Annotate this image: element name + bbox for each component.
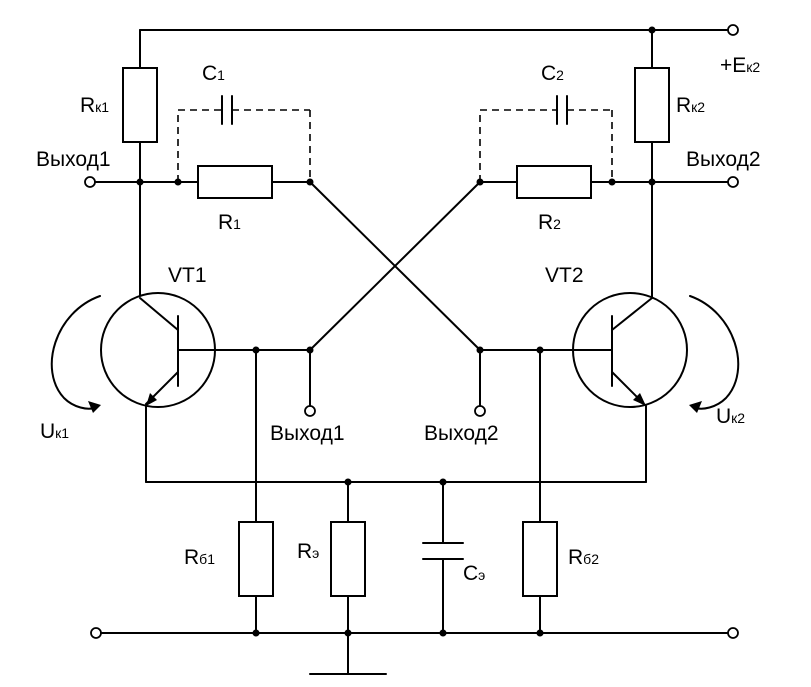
- capacitor-c1-dashed: [177, 95, 311, 182]
- uk1-arrow: [50, 295, 101, 413]
- label-output2-bottom: Выход2: [424, 422, 499, 445]
- transistor-vt1: [100, 292, 314, 408]
- output1-line: [84, 165, 314, 199]
- label-rb1: Rб1: [184, 546, 215, 569]
- resistor-re: [330, 481, 366, 634]
- label-supply: +Eк2: [720, 54, 760, 77]
- label-uk2: Uк2: [716, 405, 745, 428]
- label-rk2: Rк2: [676, 94, 705, 117]
- label-r2: R2: [538, 211, 561, 234]
- supply-terminal: [727, 24, 739, 36]
- resistor-rk2: [634, 29, 670, 299]
- cross-coupling: [309, 181, 481, 351]
- label-r1: R1: [218, 211, 241, 234]
- ground-rail: [90, 627, 739, 639]
- label-output1-bottom: Выход1: [270, 422, 345, 445]
- label-uk1: Uк1: [40, 420, 69, 443]
- label-rk1: Rк1: [80, 94, 109, 117]
- label-output1-top: Выход1: [36, 148, 111, 171]
- label-output2-top: Выход2: [686, 148, 761, 171]
- capacitor-c2-dashed: [479, 95, 613, 182]
- label-vt2: VT2: [545, 264, 584, 287]
- label-vt1: VT1: [168, 264, 207, 287]
- resistor-rb2: [522, 349, 558, 634]
- bottom-output-terminals: [304, 349, 486, 417]
- supply-rail: [139, 24, 739, 36]
- label-c2: C2: [541, 62, 564, 85]
- label-c1: C1: [202, 62, 225, 85]
- emitter-rail: [145, 405, 647, 486]
- ground-symbol: [309, 632, 387, 675]
- capacitor-ce: [422, 481, 464, 634]
- label-re: Rэ: [297, 540, 319, 563]
- resistor-rb1: [238, 349, 274, 634]
- output2-line: [476, 165, 739, 199]
- transistor-vt2: [476, 292, 688, 408]
- label-rb2: Rб2: [568, 546, 599, 569]
- label-ce: Cэ: [463, 562, 485, 585]
- uk2-arrow: [689, 295, 740, 413]
- resistor-rk1: [122, 29, 158, 299]
